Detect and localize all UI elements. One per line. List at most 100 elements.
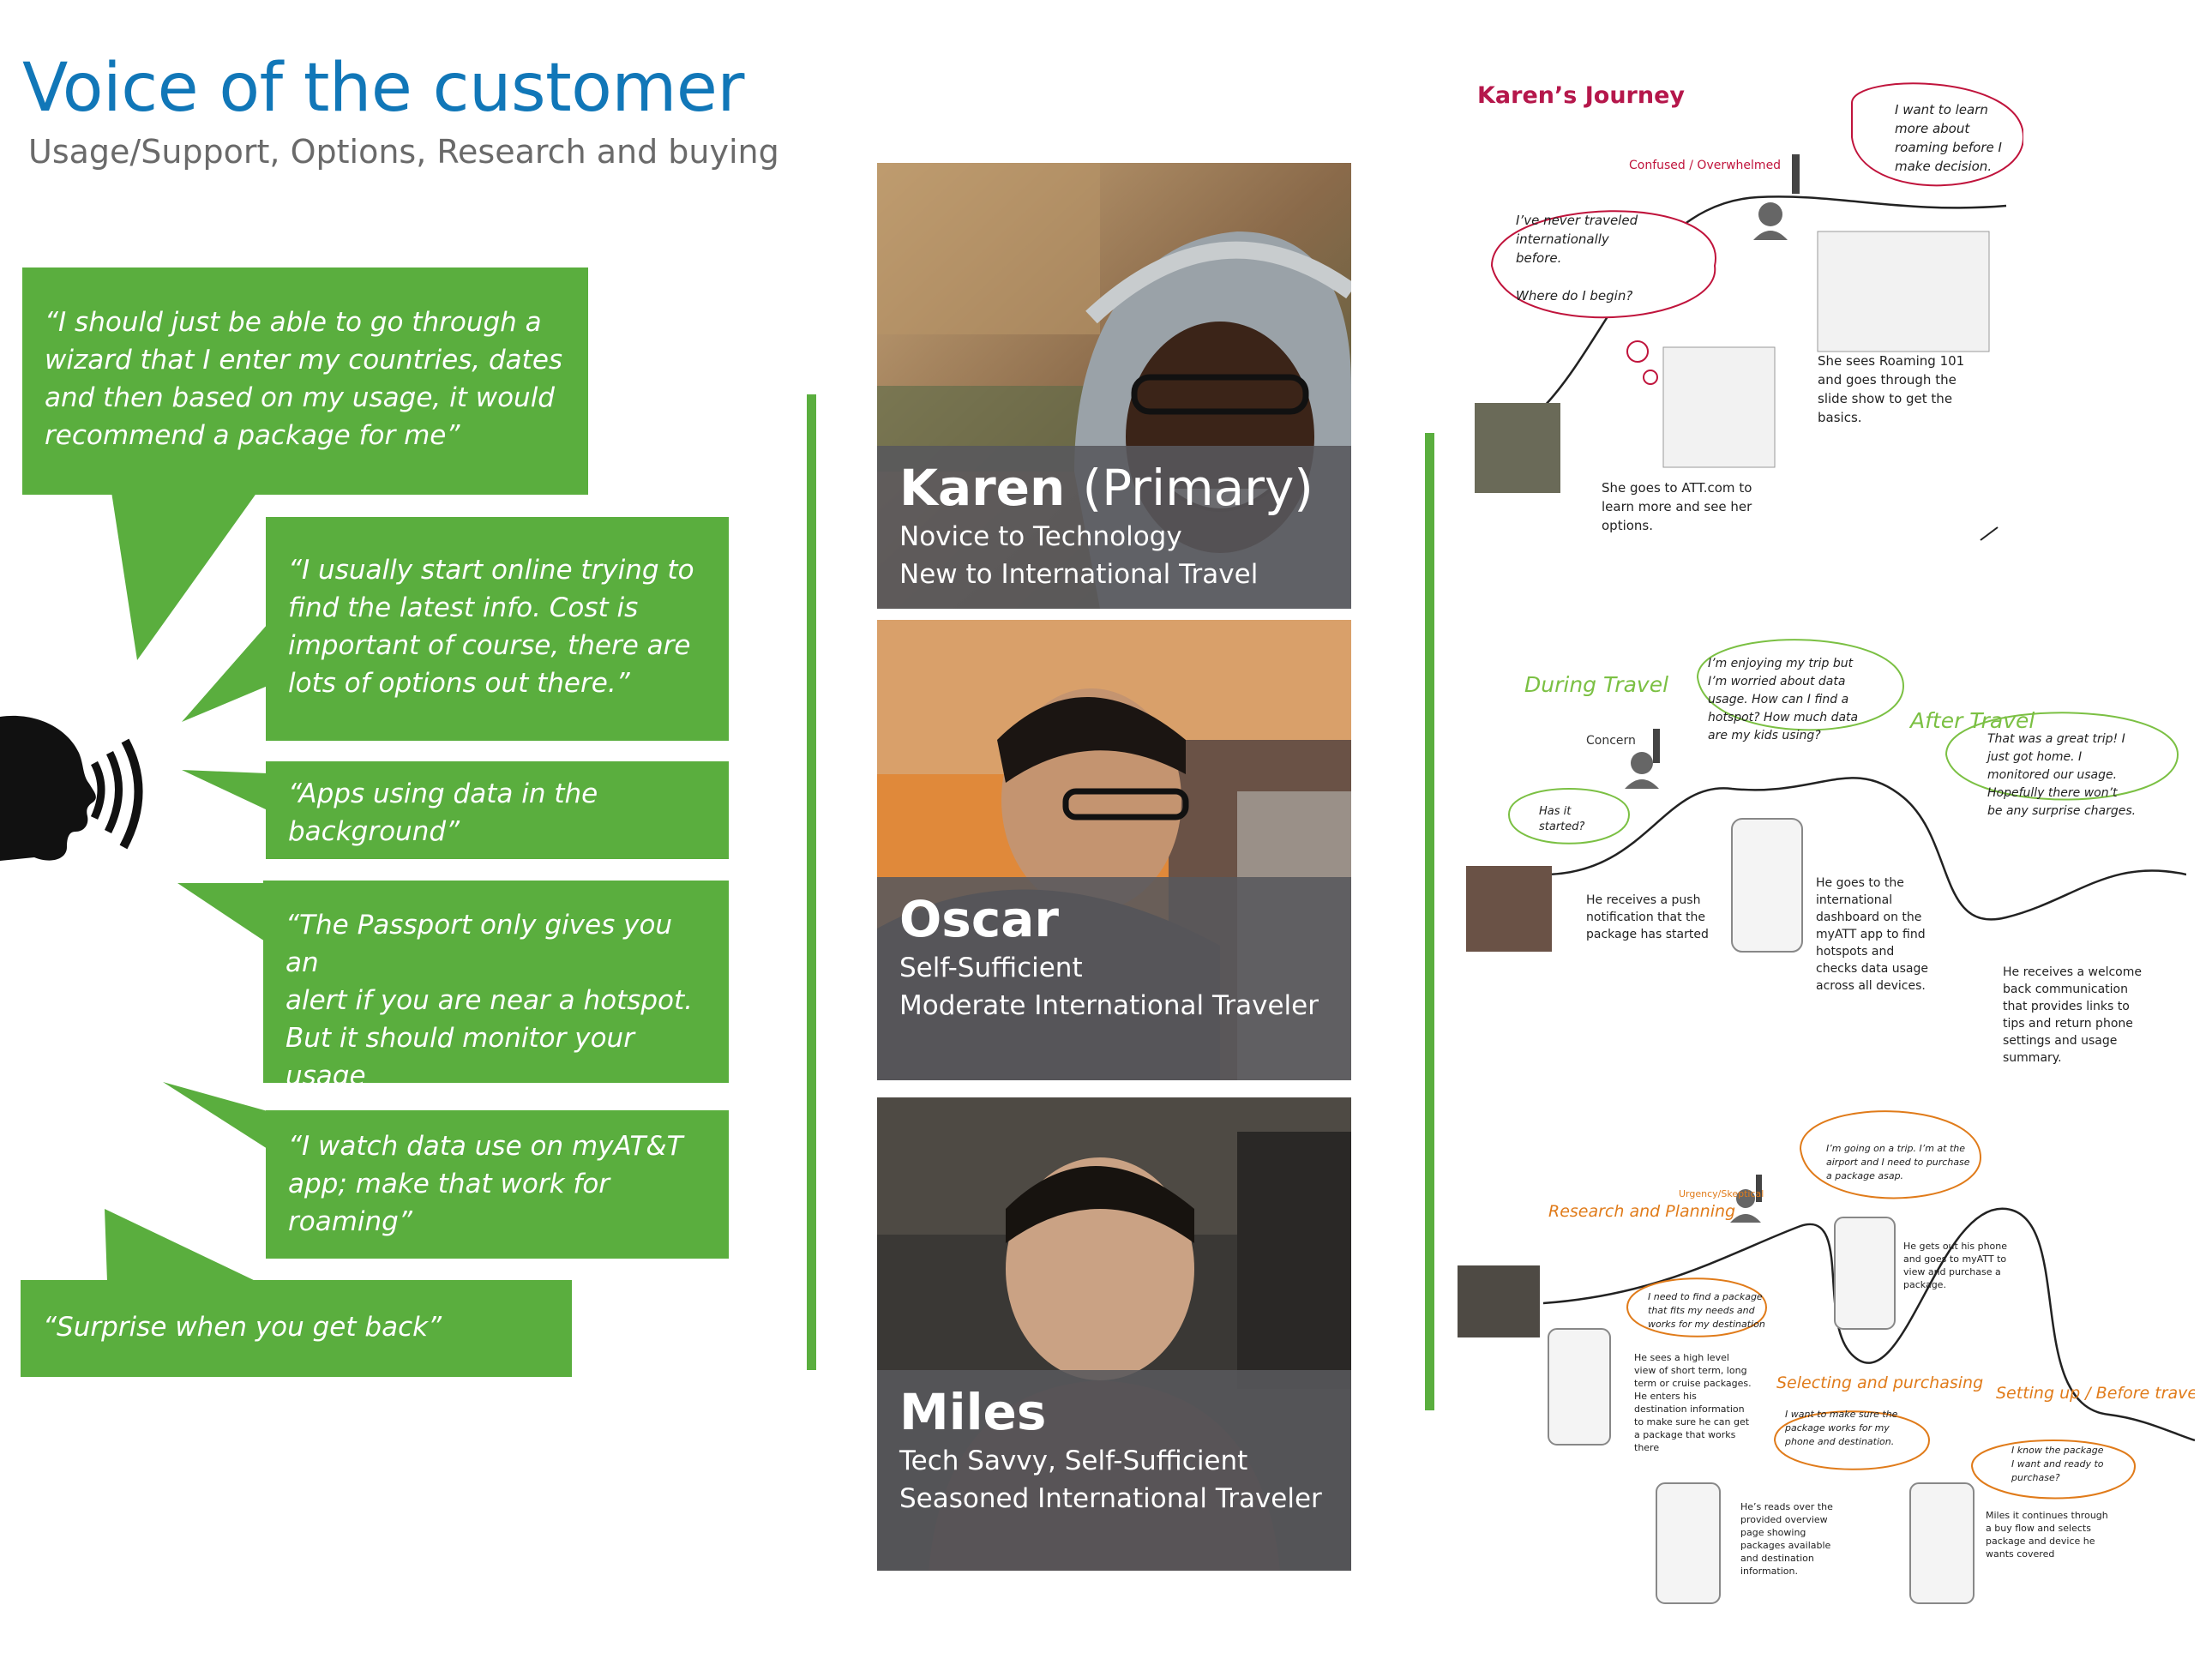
persona-desc: Self-Sufficient [899,953,1083,983]
step-line: settings and usage [2003,1034,2118,1048]
thought-line: make decision. [1895,159,1993,174]
persona-card-miles: Miles Tech Savvy, Self-Sufficient Season… [877,1097,1351,1571]
step-line: He’s reads over the [1740,1501,1833,1512]
step-line: destination information [1634,1404,1745,1415]
persona-desc: Tech Savvy, Self-Sufficient [899,1446,1248,1476]
quote-3-line: background” [288,816,460,847]
journey-step: He goes to the international dashboard o… [1816,875,1928,995]
quote-2-line: find the latest info. Cost is [288,592,639,623]
thought-bubble: I need to find a package that fits my ne… [1648,1290,1765,1331]
stage-label: Setting up / Before travel [1996,1384,2195,1403]
quote-6-line: “Surprise when you get back” [43,1312,442,1343]
thought-line: That was a great trip! I [1987,732,2125,746]
step-line: across all devices. [1816,979,1926,993]
thought-line: airport and I need to purchase [1826,1157,1970,1168]
step-line: a package that works [1634,1429,1736,1440]
step-line: there [1634,1442,1660,1453]
thought-line: before. [1516,250,1562,266]
quote-2-line: lots of options out there.” [288,668,630,699]
step-line: He goes to the [1816,876,1904,890]
persona-name: Karen (Primary) [899,458,1329,518]
thought-bubble: That was a great trip! I just got home. … [1987,730,2136,820]
quote-1-line: wizard that I enter my countries, dates [45,345,563,376]
journey-map-miles: Research and Planning Selecting and purc… [1458,1097,2195,1629]
journey-step: Miles it continues through a buy flow an… [1986,1509,2108,1560]
quote-bubble-4: “The Passport only gives you an alert if… [263,881,729,1129]
thought-line: I want to learn [1895,102,1988,117]
step-line: tips and return phone [2003,1017,2133,1031]
step-line: Miles it continues through [1986,1510,2108,1521]
persona-card-oscar: Oscar Self-Sufficient Moderate Internati… [877,620,1351,1080]
thought-line: more about [1895,121,1970,136]
step-line: dashboard on the [1816,911,1922,924]
thought-line: just got home. I [1987,750,2083,764]
journey-step: She sees Roaming 101 and goes through th… [1818,352,1964,427]
oscar-journey-lines [1466,639,2186,953]
persona-caption: Miles Tech Savvy, Self-Sufficient Season… [877,1370,1351,1571]
emotion-label: Urgency/Skeptical [1679,1188,1764,1199]
step-line: and goes through the [1818,372,1957,388]
thought-line: started? [1539,820,1585,833]
karen-journey-lines [1475,82,2023,541]
step-line: information. [1740,1566,1798,1577]
thought-line: be any surprise charges. [1987,804,2137,818]
thought-line: I’m worried about data [1708,675,1846,688]
quote-bubble-1: “I should just be able to go through a w… [22,267,588,495]
persona-caption: Oscar Self-Sufficient Moderate Internati… [877,877,1351,1080]
divider-right [1425,433,1434,1410]
thought-line: Has it [1539,805,1572,818]
thought-line: package works for my [1785,1422,1890,1434]
thought-bubble: I’ve never traveled internationally befo… [1516,211,1638,305]
journey-title: Karen’s Journey [1477,82,1685,109]
emotion-label: Confused / Overwhelmed [1629,159,1782,172]
step-line: package and device he [1986,1536,2095,1547]
emotion-label: Concern [1586,734,1636,748]
step-line: international [1816,893,1893,907]
quote-5-line: “I watch data use on myAT&T [288,1131,683,1162]
step-line: back communication [2003,983,2128,996]
journey-step: She goes to ATT.com to learn more and se… [1602,478,1752,535]
thought-line: phone and destination. [1785,1436,1895,1447]
step-line: package. [1903,1279,1946,1290]
step-line: He receives a push [1586,893,1701,907]
quote-bubble-5: “I watch data use on myAT&T app; make th… [266,1110,729,1259]
thought-line: Hopefully there won’t [1987,786,2118,800]
thought-line: I’ve never traveled [1516,213,1638,228]
step-line: and goes to myATT to [1903,1253,2007,1265]
bubble-tail-6 [105,1209,257,1282]
step-line: to make sure he can get [1634,1416,1750,1428]
step-line: slide show to get the [1818,391,1953,406]
thought-line: internationally [1516,231,1609,247]
quote-1-line: and then based on my usage, it would [45,382,555,413]
stage-label: Research and Planning [1548,1202,1736,1221]
persona-desc: Novice to Technology [899,521,1182,552]
thought-line: purchase? [2011,1472,2060,1483]
persona-name-text: Karen [899,459,1066,517]
persona-name: Miles [899,1382,1329,1442]
thought-bubble: I want to make sure the package works fo… [1785,1408,1897,1449]
step-line: hotspots and [1816,945,1895,959]
quote-1-line: recommend a package for me” [45,420,460,451]
step-line: He sees a high level [1634,1352,1729,1363]
stage-label: After Travel [1910,708,2035,733]
thought-line: I need to find a package [1648,1291,1763,1302]
quote-bubble-2: “I usually start online trying to find t… [266,517,729,741]
journey-step: He sees a high level view of short term,… [1634,1351,1752,1454]
step-line: packages available [1740,1540,1831,1551]
thought-bubble: I want to learn more about roaming befor… [1895,100,2002,176]
step-line: checks data usage [1816,962,1928,976]
thought-line: usage. How can I find a [1708,693,1849,706]
step-line: basics. [1818,410,1862,425]
thought-bubble: I’m enjoying my trip but I’m worried abo… [1708,655,1858,745]
persona-card-karen: Karen (Primary) Novice to Technology New… [877,163,1351,609]
step-line: provided overview [1740,1514,1828,1525]
thought-line: I’m enjoying my trip but [1708,657,1854,670]
thought-bubble: I know the package I want and ready to p… [2011,1444,2104,1485]
step-line: notification that the [1586,911,1706,924]
step-line: that provides links to [2003,1000,2130,1013]
page-subtitle: Usage/Support, Options, Research and buy… [28,133,779,171]
quote-bubble-3: “Apps using data in the background” [266,761,729,859]
thought-line: I know the package [2011,1445,2104,1456]
quote-5-line: roaming” [288,1206,412,1237]
